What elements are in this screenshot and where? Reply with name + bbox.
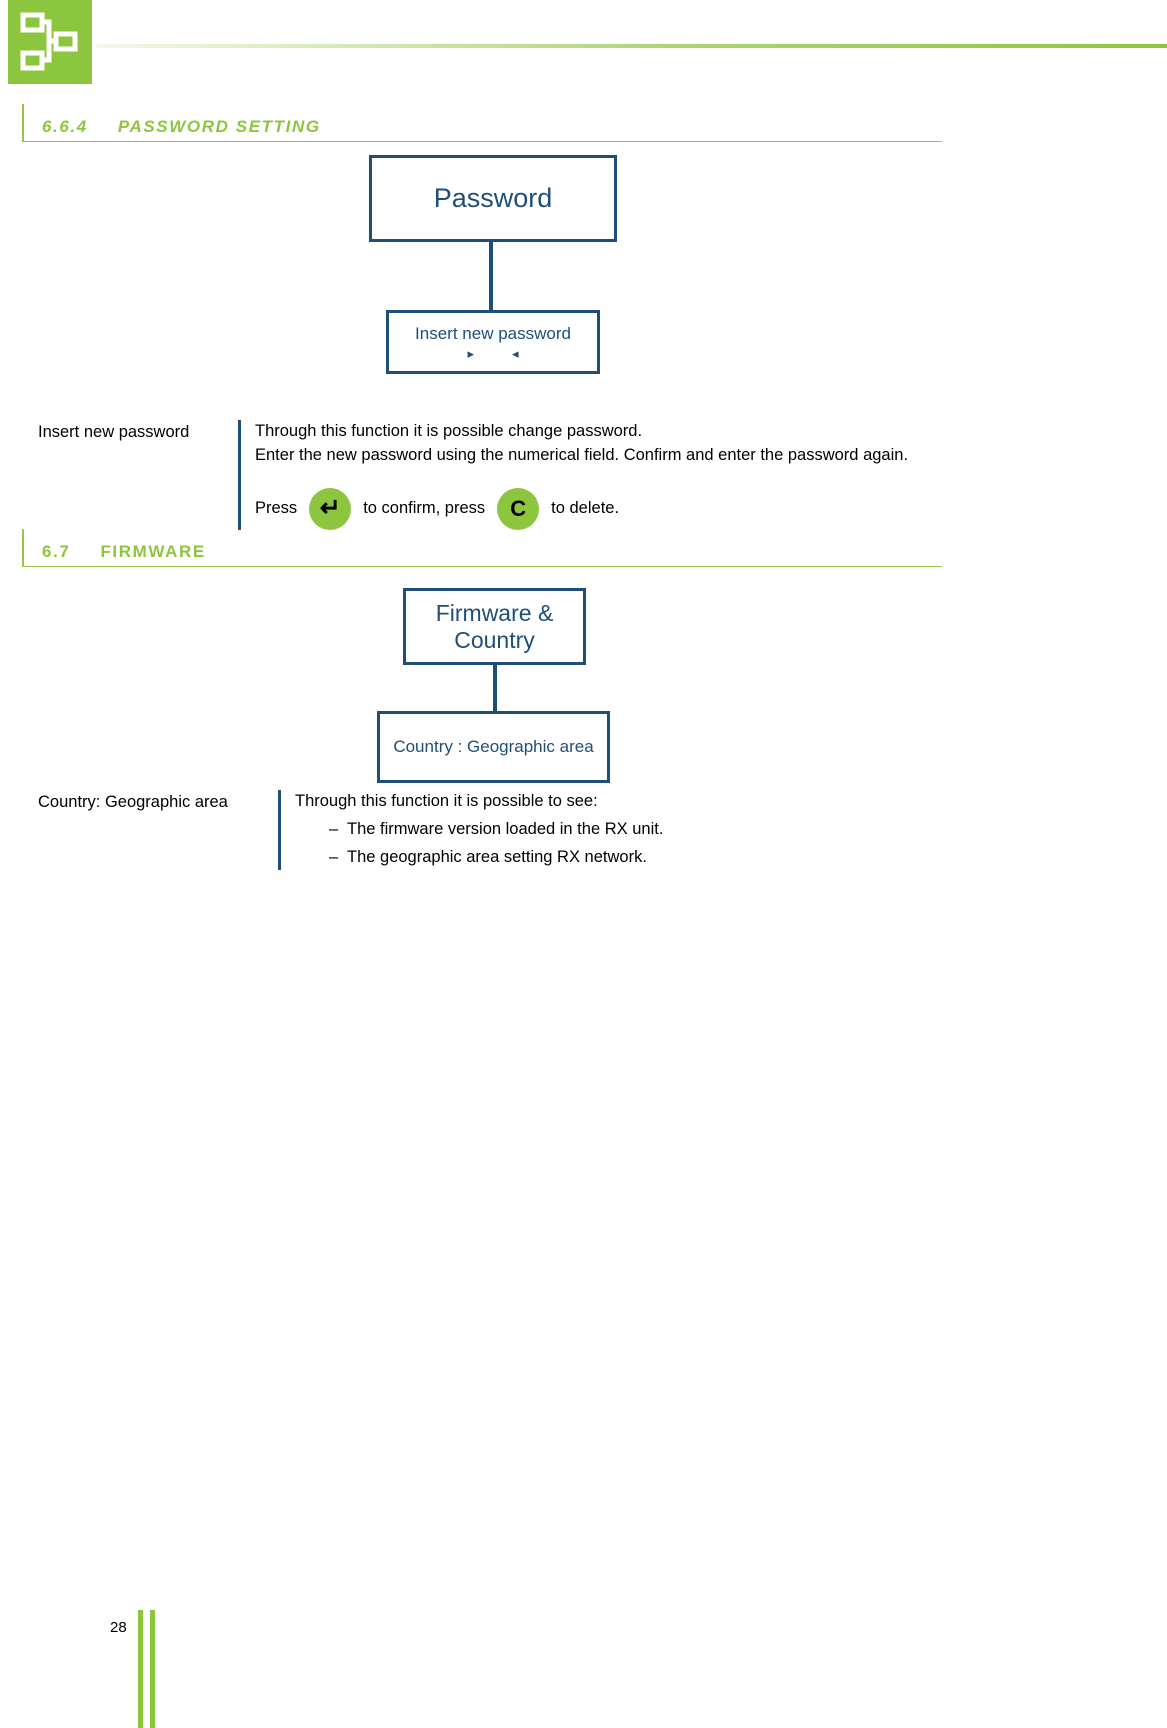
flow-node-insert-label: Insert new password [415, 323, 571, 343]
flow-node-firmware-country: Firmware & Country [403, 588, 586, 665]
enter-key-icon: ↵ [309, 487, 352, 530]
list-item-label: The geographic area setting RX network. [347, 847, 647, 866]
section-heading-firmware: 6.7 FIRMWARE [22, 529, 942, 567]
section-number: 6.6.4 [42, 117, 88, 136]
triangle-right-icon: ▸ [467, 346, 474, 362]
password-desc-line-1: Through this function it is possible cha… [255, 422, 643, 440]
network-hierarchy-icon [20, 12, 78, 71]
firmware-description-block: Country: Geographic area Through this fu… [38, 790, 998, 870]
flow-node-arrow-row: ▸ ◂ [467, 347, 518, 360]
brand-logo [8, 0, 92, 84]
firmware-desc-intro: Through this function it is possible to … [295, 792, 598, 810]
flow-node-country-label: Country : Geographic area [393, 737, 594, 757]
flow-connector-firmware [493, 665, 497, 711]
flow-node-firmware-line-1: Firmware & [435, 600, 554, 627]
flow-node-insert-new-password: Insert new password ▸ ◂ [386, 310, 600, 374]
password-desc-line-2: Enter the new password using the numeric… [255, 445, 909, 464]
list-item-label: The firmware version loaded in the RX un… [347, 819, 664, 838]
password-description-term: Insert new password [38, 423, 190, 441]
clear-key-icon: C [497, 487, 540, 530]
password-description-body: Through this function it is possible cha… [238, 420, 958, 530]
page-header [0, 0, 1167, 95]
triangle-left-icon: ◂ [512, 346, 519, 362]
password-description-block: Insert new password Through this functio… [38, 420, 998, 530]
firmware-bullet-list: – The firmware version loaded in the RX … [295, 818, 958, 870]
list-item: – The firmware version loaded in the RX … [295, 818, 958, 842]
page-footer: 28 [0, 1608, 1167, 1728]
section-heading-password: 6.6.4 PASSWORD SETTING [22, 104, 942, 142]
dash-bullet-icon: – [329, 819, 339, 838]
password-key-instruction: Press ↵ to confirm, press C to delete. [255, 487, 958, 530]
list-item: – The geographic area setting RX network… [295, 846, 958, 870]
press-suffix-label: to delete. [551, 498, 620, 517]
flow-node-country-geographic-area: Country : Geographic area [377, 711, 610, 783]
footer-accent-bar [150, 1610, 155, 1728]
firmware-description-term: Country: Geographic area [38, 793, 228, 811]
flow-node-password: Password [369, 155, 617, 242]
press-prefix-label: Press [255, 498, 298, 517]
flow-node-password-label: Password [433, 182, 553, 213]
section-number: 6.7 [42, 542, 71, 561]
section-title: FIRMWARE [100, 542, 206, 561]
dash-bullet-icon: – [329, 847, 339, 866]
flow-connector-password [489, 242, 493, 310]
page-number: 28 [110, 1619, 127, 1636]
header-divider [96, 44, 1167, 48]
flow-node-firmware-line-2: Country [454, 626, 535, 653]
firmware-description-body: Through this function it is possible to … [278, 790, 958, 870]
press-middle-label: to confirm, press [363, 498, 486, 517]
section-title: PASSWORD SETTING [117, 117, 321, 136]
footer-accent-bar [138, 1610, 143, 1728]
